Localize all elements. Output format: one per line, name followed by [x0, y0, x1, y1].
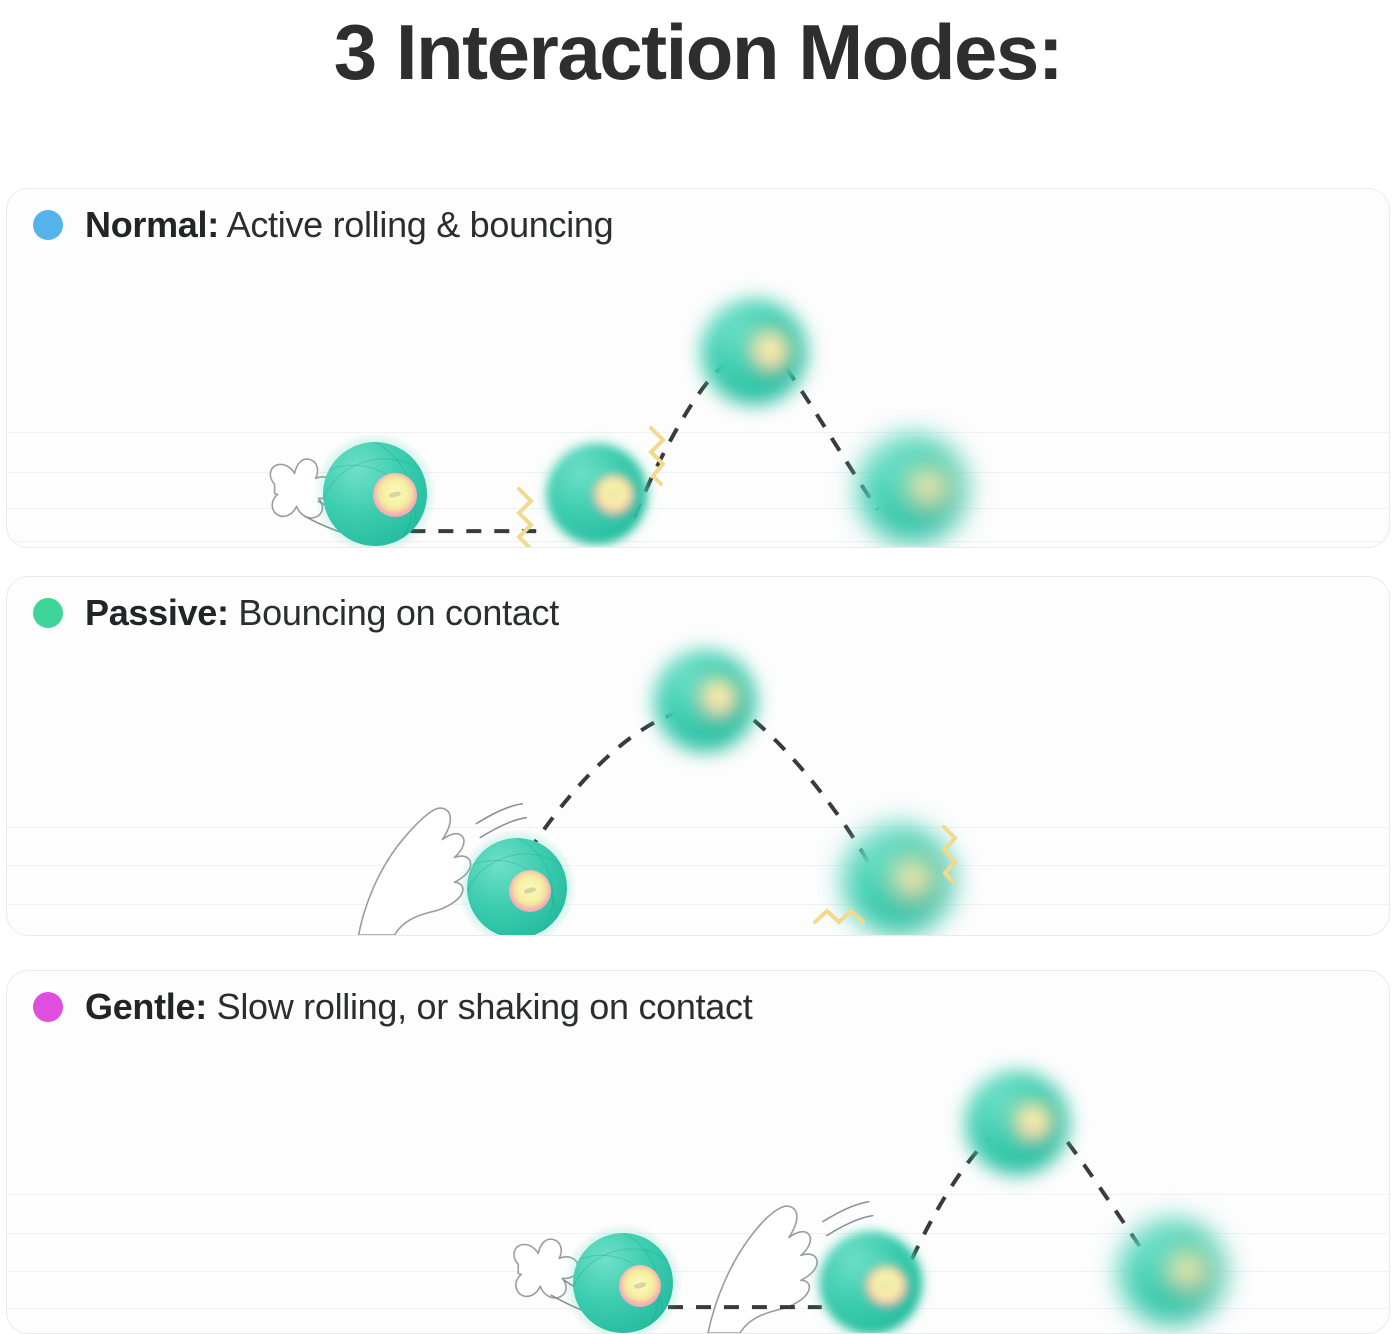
- mode-name-passive: Passive:: [85, 592, 229, 633]
- card-header-gentle: Gentle: Slow rolling, or shaking on cont…: [33, 986, 753, 1027]
- paw-print-icon-gentle: [513, 1238, 579, 1299]
- cat-paw-icon-passive: [357, 807, 472, 935]
- magenta-dot-icon: [33, 992, 63, 1022]
- blue-dot-icon: [33, 210, 63, 240]
- squiggle-icon-passive-2: [813, 908, 865, 925]
- squiggle-icon-passive-1: [941, 825, 958, 884]
- mode-label-passive: Passive: Bouncing on contact: [85, 595, 559, 631]
- ball-rolling-normal: [313, 432, 437, 547]
- ball-apex-normal: [692, 290, 816, 414]
- ball-apex-gentle: [956, 1062, 1078, 1184]
- scene-gentle-lineart: [513, 1133, 1147, 1333]
- bounce-arc-gentle: [909, 1133, 995, 1261]
- squiggle-icon-normal-2: [648, 426, 666, 486]
- mode-card-passive: Passive: Bouncing on contact: [6, 576, 1390, 936]
- squiggle-icon-normal-1: [516, 487, 534, 547]
- ball-impact-normal: [538, 435, 656, 547]
- ball-rolling-gentle: [564, 1224, 682, 1333]
- scene-gentle: [7, 971, 1389, 1333]
- motion-arc-passive: [475, 802, 528, 839]
- mode-desc-passive: Bouncing on contact: [238, 592, 559, 633]
- mode-label-normal: Normal: Active rolling & bouncing: [85, 204, 614, 245]
- mode-desc-gentle: Slow rolling, or shaking on contact: [216, 986, 753, 1027]
- green-dot-icon: [33, 598, 63, 628]
- mode-card-normal: Normal: Active rolling & bouncing: [6, 188, 1390, 548]
- ball-landing-normal: [849, 426, 975, 547]
- mode-desc-normal: Active rolling & bouncing: [226, 204, 614, 245]
- ball-apex-passive: [646, 642, 764, 760]
- bounce-arc-passive: [526, 711, 677, 854]
- card-header-passive: Passive: Bouncing on contact: [33, 595, 559, 631]
- scene-passive-lineart: [357, 711, 870, 935]
- mode-name-normal: Normal:: [85, 204, 219, 245]
- card-header-normal: Normal: Active rolling & bouncing: [33, 204, 614, 245]
- ball-tapped-gentle: [810, 1222, 932, 1333]
- scene-passive: [7, 577, 1389, 935]
- ball-struck-passive: [458, 829, 576, 935]
- bounce-arc-passive-2: [752, 718, 870, 863]
- mode-label-gentle: Gentle: Slow rolling, or shaking on cont…: [85, 986, 753, 1027]
- mode-card-gentle: Gentle: Slow rolling, or shaking on cont…: [6, 970, 1390, 1334]
- ball-landing-gentle: [1110, 1210, 1234, 1333]
- mode-name-gentle: Gentle:: [85, 986, 207, 1027]
- page-title: 3 Interaction Modes:: [333, 7, 1064, 96]
- cat-paw-icon-gentle: [707, 1205, 818, 1333]
